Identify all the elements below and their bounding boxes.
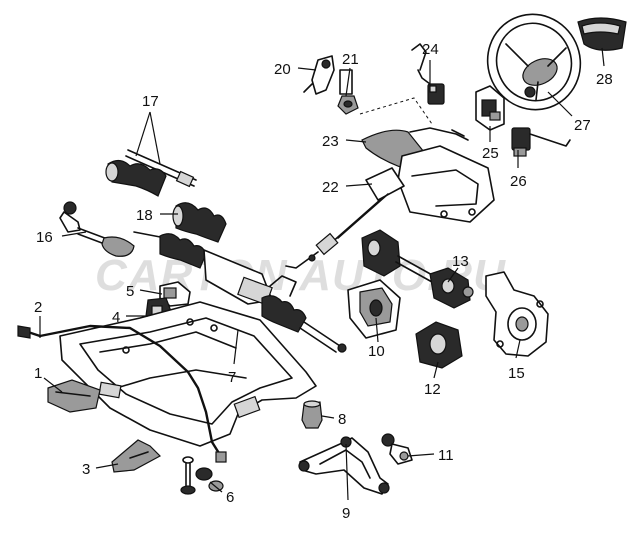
callout-15: 15 bbox=[508, 365, 525, 382]
stalk-switch-part bbox=[511, 127, 571, 157]
callout-5: 5 bbox=[126, 283, 134, 300]
leader-lines bbox=[39, 47, 605, 501]
callout-1: 1 bbox=[34, 365, 42, 382]
callout-26: 26 bbox=[510, 173, 527, 190]
mount-bush-part bbox=[415, 321, 463, 369]
callout-11: 11 bbox=[438, 447, 454, 464]
horn-pad-part bbox=[577, 17, 627, 51]
callout-21: 21 bbox=[342, 51, 359, 68]
callout-labels: 1 2 3 4 5 6 7 8 9 10 11 12 13 15 16 17 1… bbox=[34, 41, 613, 522]
callout-20: 20 bbox=[274, 61, 291, 78]
callout-4: 4 bbox=[112, 309, 120, 326]
bump-stop-part bbox=[301, 400, 323, 429]
callout-24: 24 bbox=[422, 41, 439, 58]
rack-boot-part bbox=[172, 202, 227, 243]
boot-kit-part bbox=[105, 149, 197, 197]
switch-module-part bbox=[475, 85, 505, 131]
small-bracket-part bbox=[111, 439, 161, 473]
callout-7: 7 bbox=[228, 369, 236, 386]
lower-control-arm-part bbox=[298, 436, 390, 495]
anti-roll-bar-part bbox=[17, 324, 227, 463]
steering-column-part bbox=[285, 167, 405, 269]
ignition-switch-part bbox=[411, 43, 445, 105]
callout-17: 17 bbox=[142, 93, 159, 110]
rack-clamp-part bbox=[159, 281, 191, 307]
callout-16: 16 bbox=[36, 229, 53, 246]
callout-18: 18 bbox=[136, 207, 153, 224]
steering-wheel-part bbox=[486, 13, 582, 111]
callout-25: 25 bbox=[482, 145, 499, 162]
tie-rod-part bbox=[59, 201, 135, 257]
ball-joint-part bbox=[381, 433, 413, 465]
callout-3: 3 bbox=[82, 461, 90, 478]
callout-9: 9 bbox=[342, 505, 350, 522]
column-shroud-lower-part bbox=[397, 145, 495, 223]
callout-27: 27 bbox=[574, 117, 591, 134]
callout-8: 8 bbox=[338, 411, 346, 428]
callout-10: 10 bbox=[368, 343, 385, 360]
callout-13: 13 bbox=[452, 253, 469, 270]
bracket-part bbox=[303, 55, 335, 95]
lock-nut-part bbox=[337, 69, 359, 115]
callout-2: 2 bbox=[34, 299, 42, 316]
callout-23: 23 bbox=[322, 133, 339, 150]
engine-mount-part bbox=[347, 279, 401, 339]
steering-knuckle-part bbox=[485, 271, 549, 357]
callout-12: 12 bbox=[424, 381, 441, 398]
callout-28: 28 bbox=[596, 71, 613, 88]
mount-plate-part bbox=[47, 379, 101, 413]
callout-22: 22 bbox=[322, 179, 339, 196]
callout-6: 6 bbox=[226, 489, 234, 506]
drive-shaft-part bbox=[361, 229, 474, 309]
steering-rack-part bbox=[133, 231, 347, 353]
